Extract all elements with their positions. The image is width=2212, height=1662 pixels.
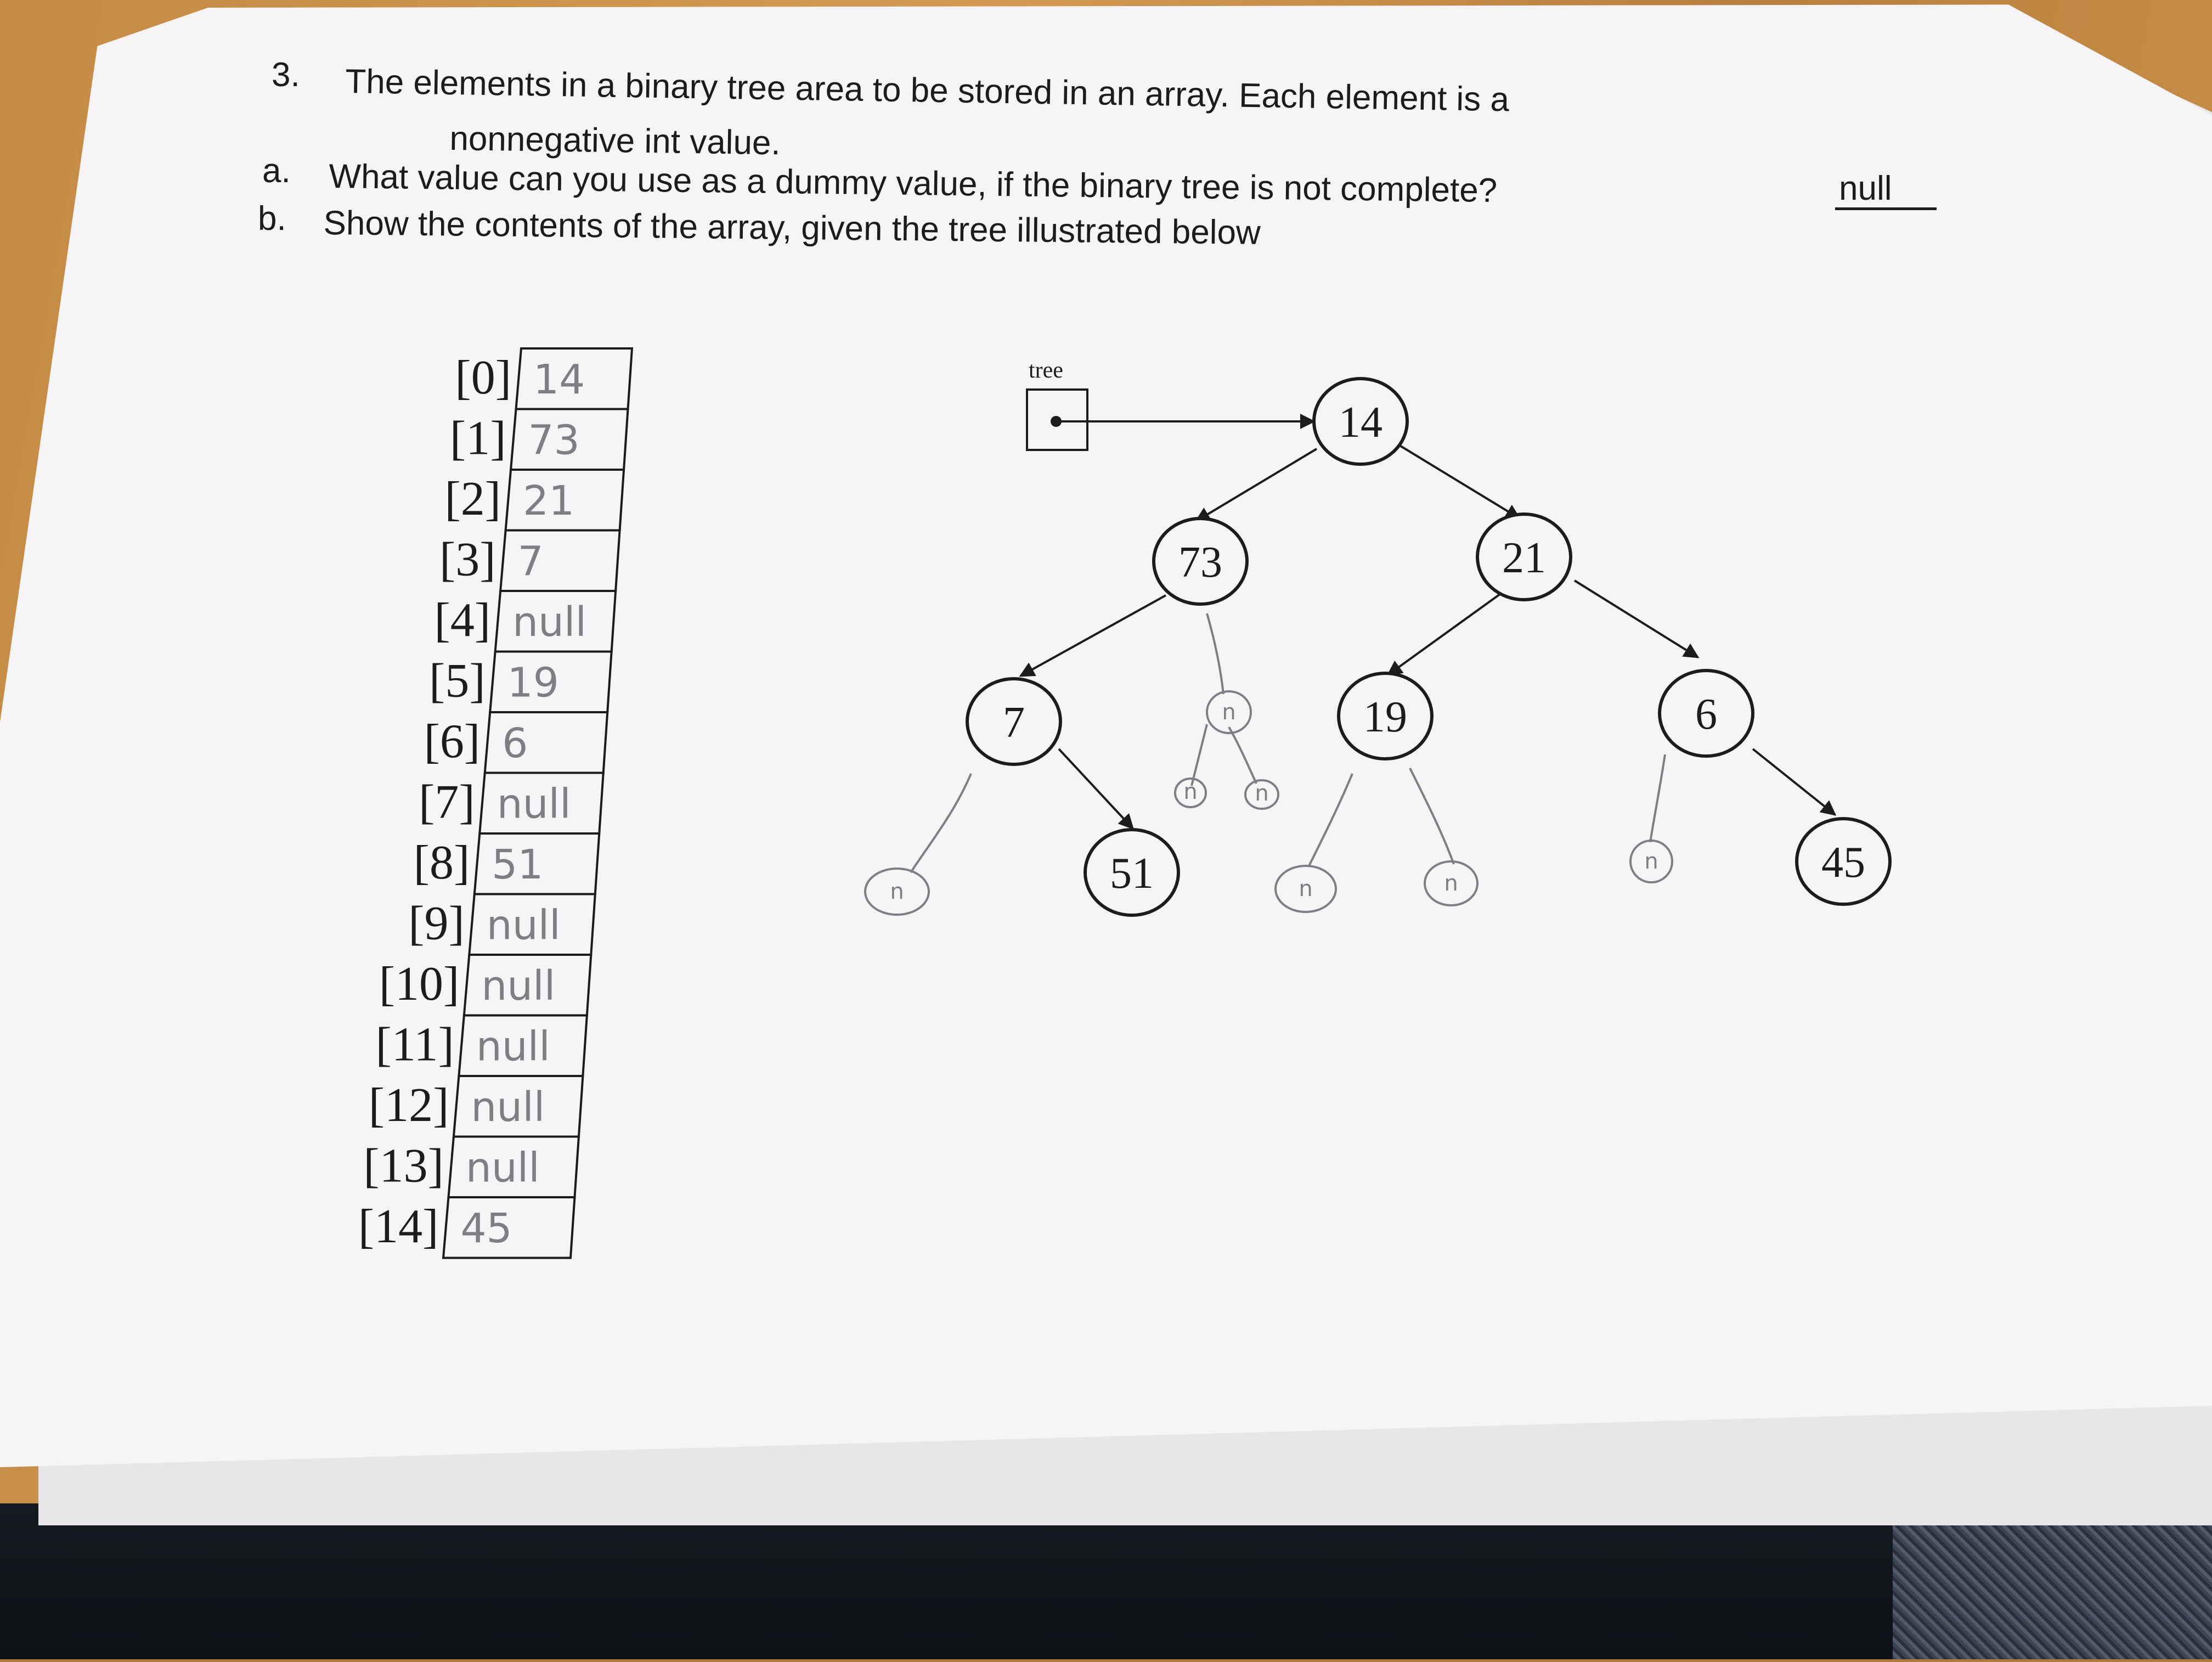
tree-node-value: 14 (1339, 398, 1383, 447)
tree-node (1795, 817, 1892, 906)
edge-21-6 (1573, 579, 1700, 658)
tree-node (966, 677, 1062, 766)
pencil-null-mark: n (1444, 871, 1458, 896)
pencil-null-node (1206, 690, 1252, 734)
pencil-null-node (864, 867, 930, 916)
pencil-null-mark: n (1644, 849, 1658, 874)
tree-node-value: 73 (1178, 538, 1222, 587)
pencil-null-node (1244, 779, 1279, 810)
edge-14-21 (1392, 441, 1521, 520)
dark-cloth (0, 1503, 2212, 1659)
edge-6-45 (1752, 748, 1837, 816)
tree-node-value: 19 (1363, 693, 1407, 741)
worksheet-page (0, 4, 2212, 1467)
part-a-label: a. (262, 152, 291, 190)
tree-node-value: 51 (1110, 849, 1154, 898)
edge-14-73 (1194, 448, 1318, 522)
tree-node (1337, 672, 1434, 760)
tree-node-value: 7 (1003, 698, 1025, 747)
tree-nodes: 14 73 21 7 19 6 51 45 (966, 377, 1892, 917)
tree-node (1152, 517, 1249, 606)
pencil-branch (1409, 768, 1455, 865)
part-b-label: b. (258, 200, 286, 238)
tree-node (1312, 377, 1409, 466)
pencil-null-node (1274, 865, 1337, 913)
tree-pointer-label: tree (1029, 358, 1063, 383)
pencil-branch (1649, 754, 1666, 843)
pencil-null-mark: n (1255, 781, 1268, 806)
pencil-branch (1206, 613, 1224, 695)
tree-node (1084, 828, 1180, 917)
pencil-null-mark: n (1222, 700, 1235, 725)
pencil-branch (1307, 773, 1353, 867)
tree-pointer-box (1026, 388, 1088, 451)
edge-21-19 (1386, 589, 1507, 676)
tree-node (1476, 512, 1572, 601)
pencil-null-node (1424, 860, 1479, 906)
pencil-n-labels: n n n n n n n (890, 700, 1658, 904)
part-a-answer: null (1839, 170, 1892, 207)
question-number: 3. (272, 56, 300, 94)
pencil-null-mark: n (1299, 876, 1312, 902)
patterned-cloth (1893, 1503, 2212, 1659)
pencil-null-node (1629, 840, 1673, 883)
pencil-null-nodes (864, 690, 1673, 916)
pencil-null-node (1174, 778, 1207, 808)
edge-7-51 (1058, 748, 1134, 830)
pencil-branch (1228, 726, 1257, 784)
pencil-null-mark: n (1183, 779, 1197, 804)
tree-node-value: 21 (1502, 534, 1546, 582)
pencil-branch (1190, 724, 1208, 786)
answer-underline (1835, 207, 1937, 210)
tree-node-value: 6 (1695, 690, 1717, 739)
pencil-null-mark: n (890, 879, 904, 904)
tree-node (1658, 669, 1754, 758)
edge-73-7 (1019, 594, 1166, 677)
pencil-null-branches (910, 613, 1666, 874)
pencil-branch (910, 773, 972, 874)
tree-node-value: 45 (1821, 838, 1865, 887)
